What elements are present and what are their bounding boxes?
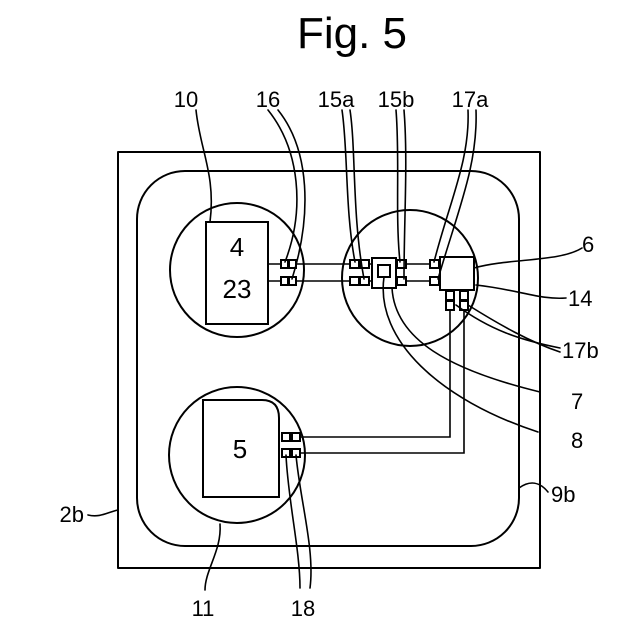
label-15a: 15a xyxy=(318,87,355,112)
label-2b: 2b xyxy=(60,502,84,527)
connector-17b-1 xyxy=(446,291,454,300)
label-6: 6 xyxy=(582,232,594,257)
component-6 xyxy=(440,257,474,290)
label-9b: 9b xyxy=(551,482,575,507)
connector-18a xyxy=(282,433,290,441)
leader-14 xyxy=(476,285,566,298)
leader-10 xyxy=(196,110,211,222)
connector-17b-2 xyxy=(460,291,468,300)
label-17a: 17a xyxy=(452,87,489,112)
label-10: 10 xyxy=(174,87,198,112)
component-4-label: 4 xyxy=(230,232,244,262)
component-23-label: 23 xyxy=(223,274,252,304)
connector-17b-3 xyxy=(446,301,454,310)
label-18: 18 xyxy=(291,596,315,621)
label-11: 11 xyxy=(192,596,215,621)
leader-11 xyxy=(205,524,220,590)
connector-15a-2 xyxy=(350,277,359,285)
leader-6 xyxy=(474,248,582,268)
label-15b: 15b xyxy=(378,87,415,112)
leader-17b-a xyxy=(456,305,560,348)
component-5-label: 5 xyxy=(233,434,247,464)
leader-2b xyxy=(88,510,118,516)
outer-housing xyxy=(118,152,540,568)
connector-16b xyxy=(281,277,288,285)
label-17b: 17b xyxy=(562,338,599,363)
component-8 xyxy=(378,265,390,277)
label-16: 16 xyxy=(256,87,280,112)
label-14: 14 xyxy=(568,286,592,311)
connector-18b xyxy=(292,433,300,441)
label-8: 8 xyxy=(571,428,583,453)
label-7: 7 xyxy=(571,389,583,414)
leader-9b xyxy=(519,483,548,492)
figure-title: Fig. 5 xyxy=(297,9,407,58)
